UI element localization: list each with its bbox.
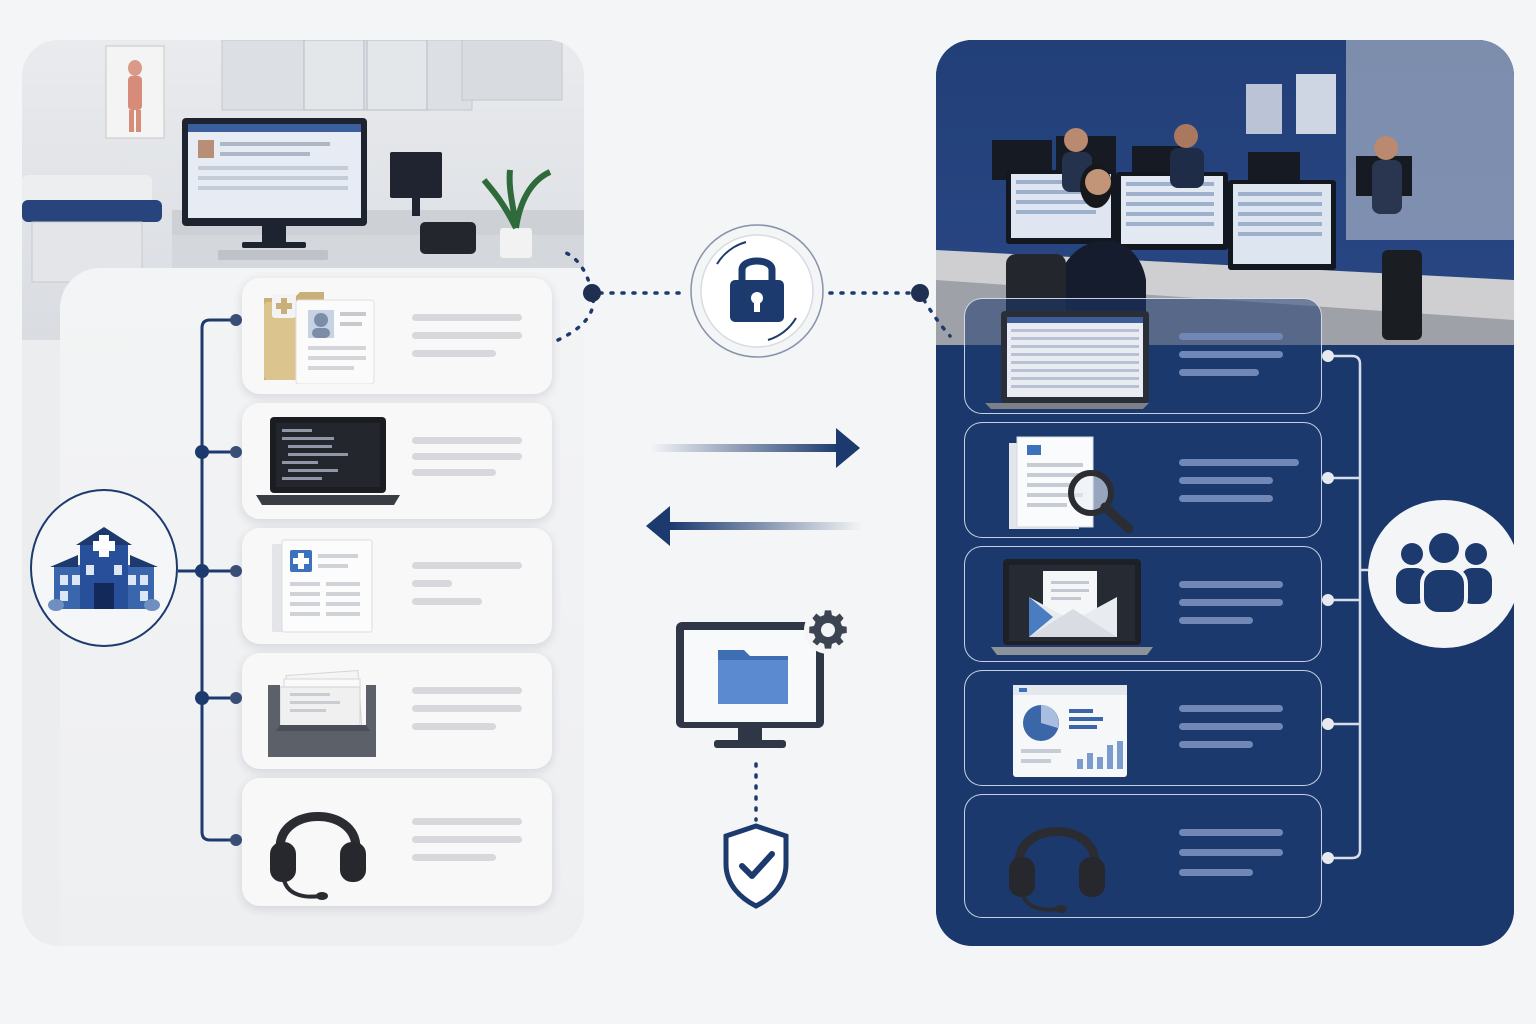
headset-icon — [270, 812, 366, 900]
right-card-headset[interactable] — [964, 794, 1322, 918]
laptop-code-icon — [256, 417, 400, 505]
secure-link-dotted-lines — [556, 250, 952, 342]
laptop-email-icon — [991, 559, 1153, 655]
right-card-analytics-report[interactable] — [964, 670, 1322, 786]
document-search-icon — [1009, 436, 1134, 533]
left-card-file-tray[interactable] — [242, 653, 552, 769]
team-group-icon — [1396, 533, 1492, 616]
hospital-building-icon — [48, 527, 160, 611]
clinic-room-photo — [22, 40, 584, 340]
right-card-spreadsheet[interactable] — [964, 298, 1322, 414]
shield-check-icon — [723, 823, 789, 909]
team-hub — [1368, 500, 1520, 648]
left-card-code-laptop[interactable] — [242, 403, 552, 519]
left-tree-connector — [178, 314, 242, 846]
patient-record-folder-icon — [264, 292, 375, 384]
arrow-left-icon — [646, 506, 862, 546]
hospital-hub — [30, 489, 178, 647]
vertical-dotted-line — [754, 762, 758, 822]
left-card-patient-records[interactable] — [242, 278, 552, 394]
arrow-right-icon — [650, 428, 860, 468]
medical-form-document-icon — [272, 539, 373, 633]
monitor-folder-settings-icon — [676, 606, 852, 748]
laptop-spreadsheet-icon — [985, 311, 1149, 409]
file-tray-icon — [268, 670, 376, 757]
padlock-icon — [690, 224, 824, 358]
data-exchange-arrows — [646, 428, 862, 546]
right-tree-connector — [1322, 350, 1376, 864]
left-card-headset[interactable] — [242, 778, 552, 906]
right-card-email-laptop[interactable] — [964, 546, 1322, 662]
analytics-report-icon — [1013, 685, 1127, 777]
left-card-medical-form[interactable] — [242, 528, 552, 644]
headset-icon — [1009, 827, 1105, 913]
right-card-document-search[interactable] — [964, 422, 1322, 538]
